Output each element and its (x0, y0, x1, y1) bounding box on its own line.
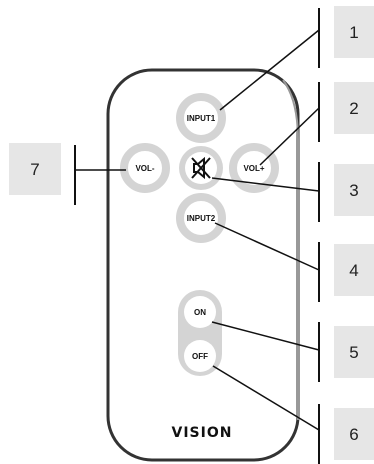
callout-box-5 (334, 326, 374, 378)
callout-box-6 (334, 408, 374, 460)
leader-line-2 (259, 107, 320, 166)
on-button (184, 296, 216, 328)
vol-plus-label: VOL+ (243, 164, 264, 173)
leader-line-5 (211, 321, 320, 351)
leader-line-1 (219, 29, 320, 111)
on-label: ON (194, 308, 206, 317)
input2-label: INPUT2 (187, 214, 216, 223)
remote-side-shadow (282, 79, 299, 420)
vol-plus-button-ring (229, 143, 279, 193)
brand-logo: VISION (172, 425, 233, 441)
callout-number-2: 2 (349, 99, 358, 118)
callout-number-3: 3 (349, 181, 358, 200)
off-button (184, 340, 216, 372)
callout-number-7: 7 (30, 160, 39, 179)
vol-minus-label: VOL- (135, 164, 154, 173)
callout-number-5: 5 (349, 343, 358, 362)
input1-button-ring (176, 93, 226, 143)
speaker-mute-icon (191, 156, 211, 180)
callout-number-6: 6 (349, 425, 358, 444)
vol-minus-button-ring (120, 143, 170, 193)
input1-label: INPUT1 (187, 114, 216, 123)
leader-line-6 (212, 365, 320, 431)
callout-number-4: 4 (349, 261, 358, 280)
callout-box-1 (334, 6, 374, 58)
leader-line-4 (214, 222, 320, 271)
off-label: OFF (192, 352, 208, 361)
callout-box-3 (334, 164, 374, 216)
input2-button-ring (176, 193, 226, 243)
callout-box-4 (334, 244, 374, 296)
callout-number-1: 1 (349, 23, 358, 42)
leader-line-3 (211, 177, 320, 192)
callout-box-7 (9, 143, 61, 195)
dpad-group (120, 93, 279, 243)
callout-box-2 (334, 82, 374, 134)
